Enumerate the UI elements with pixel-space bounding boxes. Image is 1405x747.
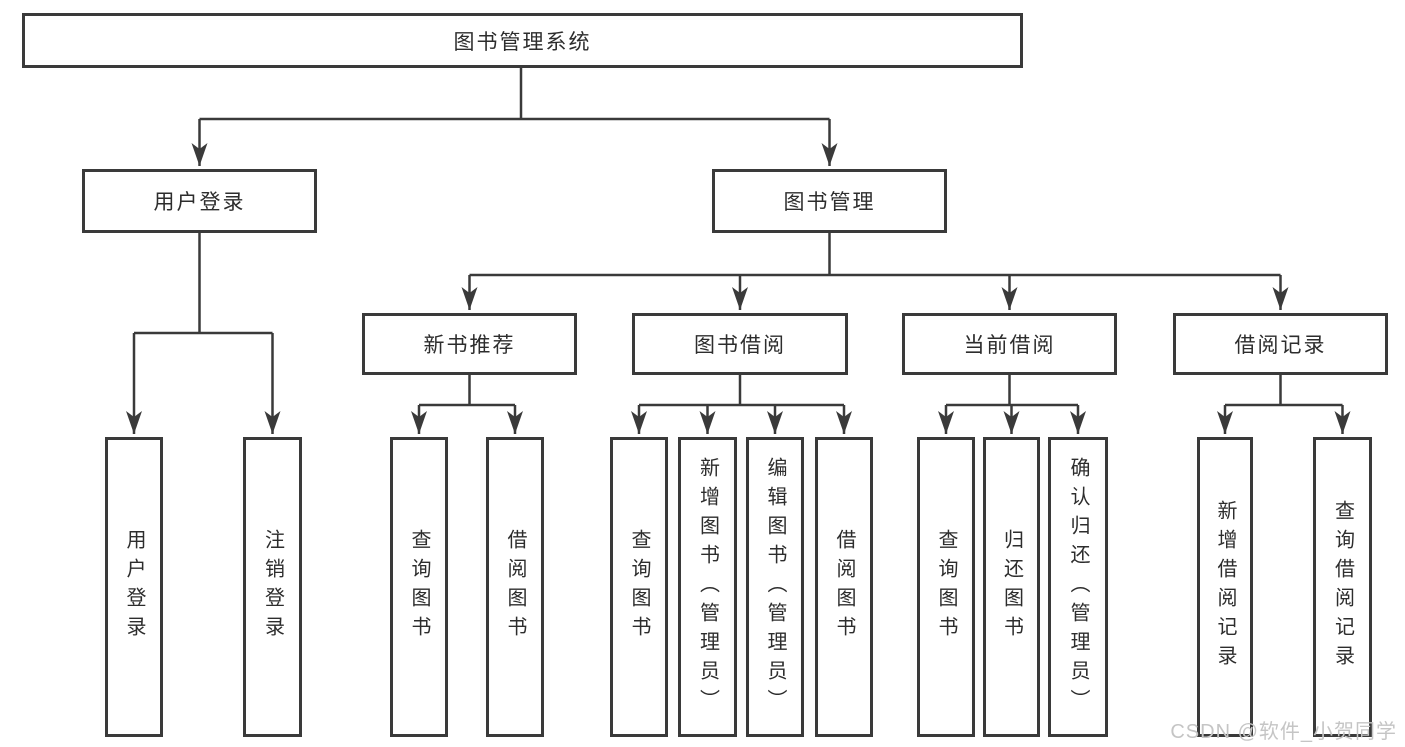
- leaf-add-book-admin: 新增图书（管理员）: [678, 437, 737, 737]
- node-book-management: 图书管理: [712, 169, 947, 233]
- leaf-borrow-books-2: 借阅图书: [815, 437, 873, 737]
- leaf-query-books-2: 查询图书: [610, 437, 668, 737]
- leaf-edit-book-admin: 编辑图书（管理员）: [746, 437, 804, 737]
- leaf-return-book: 归还图书: [983, 437, 1040, 737]
- node-borrow-records: 借阅记录: [1173, 313, 1388, 375]
- watermark-csdn: CSDN @软件_小贺同学: [1170, 721, 1397, 743]
- leaf-add-borrow-record: 新增借阅记录: [1197, 437, 1253, 737]
- leaf-query-borrow-record: 查询借阅记录: [1313, 437, 1372, 737]
- leaf-user-login: 用户登录: [105, 437, 163, 737]
- node-library-system: 图书管理系统: [22, 13, 1023, 68]
- node-new-book-recommend: 新书推荐: [362, 313, 577, 375]
- node-current-borrowing: 当前借阅: [902, 313, 1117, 375]
- leaf-query-books-3: 查询图书: [917, 437, 975, 737]
- leaf-query-books-1: 查询图书: [390, 437, 448, 737]
- node-user-login: 用户登录: [82, 169, 317, 233]
- leaf-logout: 注销登录: [243, 437, 302, 737]
- connector-rails: [134, 68, 1343, 407]
- leaf-confirm-return-admin: 确认归还（管理员）: [1048, 437, 1108, 737]
- node-book-borrowing: 图书借阅: [632, 313, 848, 375]
- leaf-borrow-books-1: 借阅图书: [486, 437, 544, 737]
